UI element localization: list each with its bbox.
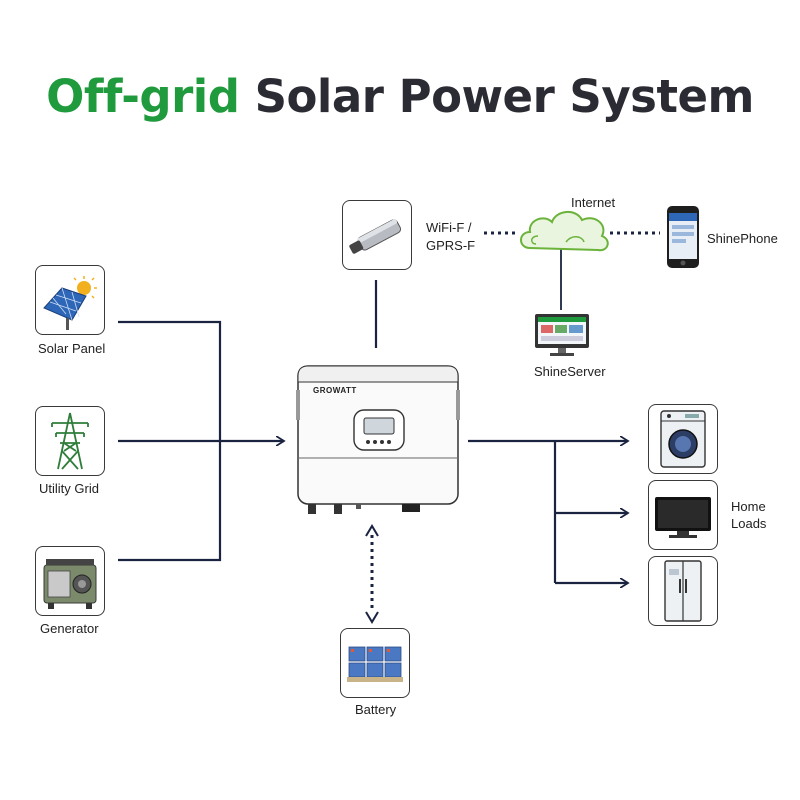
title-accent: Off-grid [46,70,240,123]
washing-machine-icon [660,410,706,468]
generator-box [35,546,105,616]
inverter-brand: GROWATT [313,386,357,395]
television-icon [655,497,711,538]
solar-panel-label: Solar Panel [38,341,106,356]
wifi-label-line2: GPRS-F [426,238,476,253]
wifi-dongle-icon [349,219,402,254]
battery-label: Battery [355,702,397,717]
battery-arrow-down [365,611,379,624]
solar-wire [118,320,222,440]
shineserver-label: ShineServer [534,364,606,379]
transmission-tower-icon [51,412,89,470]
internet-label: Internet [571,195,616,210]
wifi-module-box [342,200,412,270]
washing-machine-box [648,404,718,474]
title-rest: Solar Power System [254,70,755,123]
page-title: Off-grid Solar Power System [0,70,800,123]
home-loads-label-line1: Home [731,499,766,514]
solar-panel-box [35,265,105,335]
refrigerator-icon [664,560,702,622]
generator-wire [118,440,222,562]
battery-arrow-up [365,524,379,537]
generator-label: Generator [40,621,99,636]
solar-panel-icon [43,276,97,330]
generator-icon [43,559,97,609]
shinephone-label: ShinePhone [707,231,778,246]
cloud-icon [520,211,609,252]
inverter [296,365,460,514]
utility-grid-label: Utility Grid [39,481,99,496]
refrigerator-box [648,556,718,626]
wifi-label-line1: WiFi-F / [426,220,472,235]
monitor-icon [535,314,589,356]
battery-box [340,628,410,698]
battery-icon [347,646,403,682]
home-loads-label-line2: Loads [731,516,767,531]
utility-grid-box [35,406,105,476]
television-box [648,480,718,550]
smartphone-icon [667,206,699,268]
